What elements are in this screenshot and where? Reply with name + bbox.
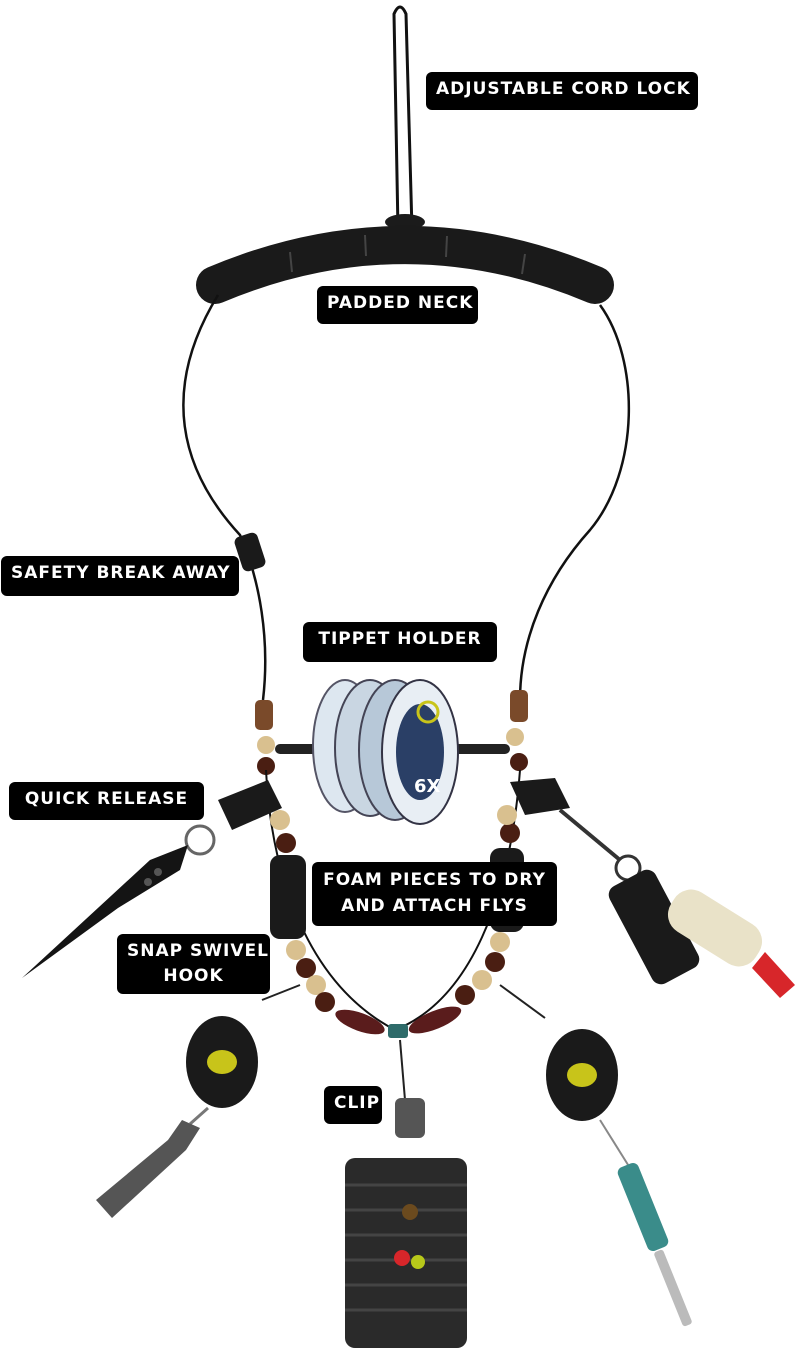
label-text: QUICK RELEASE: [24, 789, 189, 809]
label-text: PADDED NECK: [327, 293, 474, 313]
neck-cord: [182, 294, 631, 701]
upper-beads: [255, 690, 528, 775]
spool-size-text: 6X: [414, 776, 441, 797]
label-safety-break-away: SAFETY BREAK AWAY: [1, 556, 239, 596]
label-snap-swivel-hook: SNAP SWIVEL HOOK: [117, 934, 270, 994]
label-text: TIPPET HOLDER: [318, 629, 482, 649]
label-foam-pieces: FOAM PIECES TO DRY AND ATTACH FLYS: [312, 862, 557, 926]
quick-release-knife: [22, 780, 282, 978]
clip-and-fly-box: [345, 1039, 467, 1348]
label-tippet-holder: TIPPET HOLDER: [303, 622, 497, 662]
label-padded-neck: PADDED NECK: [317, 286, 478, 324]
label-quick-release: QUICK RELEASE: [9, 782, 204, 820]
tippet-spools: 6X: [275, 679, 510, 825]
label-text-line2: HOOK: [163, 966, 224, 986]
label-text-line1: SNAP SWIVEL: [127, 941, 269, 961]
padded-neck-foam: [196, 226, 614, 304]
label-text: CLIP: [334, 1093, 381, 1113]
label-text: SAFETY BREAK AWAY: [11, 563, 231, 583]
label-clip: CLIP: [324, 1086, 382, 1124]
label-text-line1: FOAM PIECES TO DRY: [323, 870, 546, 890]
safety-break-connector: [234, 532, 266, 572]
label-text: ADJUSTABLE CORD LOCK: [436, 79, 691, 99]
quick-release-floatant: [510, 778, 795, 998]
label-text-line2: AND ATTACH FLYS: [341, 896, 528, 916]
left-retractor: [96, 984, 301, 1218]
cord-loop: [385, 5, 425, 231]
label-adjustable-cord-lock: ADJUSTABLE CORD LOCK: [426, 72, 698, 110]
right-retractor: [499, 984, 692, 1327]
